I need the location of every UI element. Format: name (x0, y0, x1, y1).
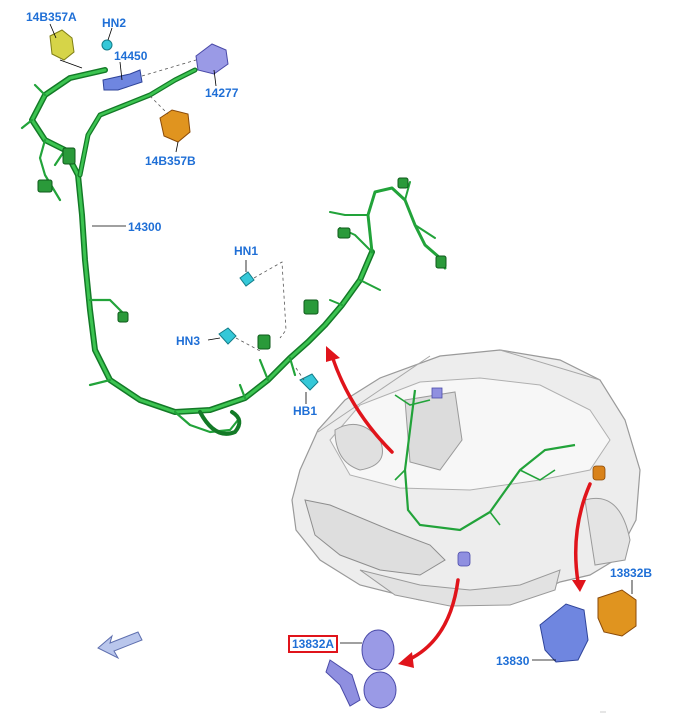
harness-connector (117, 311, 129, 323)
harness-connector (337, 227, 351, 239)
part-13832A-shape (325, 629, 397, 709)
harness-left-breakouts (20, 83, 297, 434)
leader-14277 (213, 69, 217, 87)
callout-arrow-horn-a (406, 578, 460, 662)
label-13830: 13830 (496, 654, 530, 668)
harness-bottom-loop (198, 410, 242, 436)
dashed-HB1 (295, 367, 305, 381)
callout-arrowheads (326, 346, 586, 668)
parts (49, 29, 637, 709)
front-direction-arrow-icon (97, 631, 143, 660)
label-14450: 14450 (114, 49, 148, 63)
car-harness-branch (394, 394, 556, 526)
part-13830-shape (539, 603, 589, 663)
harness-connector (435, 255, 447, 269)
leader-lines (49, 23, 633, 661)
vehicle-front-view (291, 349, 641, 607)
car-lower-bumper (359, 569, 561, 607)
car-wheel-arch (584, 498, 631, 566)
car-hood-line (317, 349, 601, 433)
label-14B357A: 14B357A (26, 10, 77, 24)
label-HN1: HN1 (234, 244, 259, 258)
car-bracket-part (431, 387, 443, 399)
label-13832B: 13832B (610, 566, 653, 580)
leader-HN3 (207, 337, 221, 341)
part-14450-shape (102, 69, 143, 91)
horn-a-upper (361, 629, 395, 671)
harness-connector (62, 147, 76, 165)
callout-arrow-horn-b (573, 482, 592, 584)
direction-arrow-shape (97, 631, 143, 660)
label-14277: 14277 (205, 86, 239, 100)
dashed-HN3 (235, 337, 263, 353)
horn-a-lower (363, 671, 397, 709)
dashed-HN1 (253, 261, 287, 339)
callout-arrows (330, 354, 592, 662)
part-13832B-shape (597, 589, 637, 637)
part-14B357B-shape (159, 109, 191, 143)
label-13832A: 13832A (288, 635, 339, 653)
harness-connector (257, 334, 271, 350)
dashed-14B357B (149, 95, 169, 115)
label-HB1: HB1 (293, 404, 318, 418)
part-14277-shape (195, 43, 229, 75)
car-grille (304, 499, 446, 576)
leader-14450 (119, 61, 123, 81)
harness-connector (37, 179, 53, 193)
label-14B357B: 14B357B (145, 154, 196, 168)
arrowhead-harness (326, 346, 340, 362)
leader-14B357A (49, 23, 83, 69)
label-HN2: HN2 (102, 16, 127, 30)
car-horn-b-part (592, 465, 606, 481)
harness-right-subbranches (329, 181, 436, 306)
engine-wiring-harness-14300 (20, 67, 447, 436)
harness-connector (397, 177, 409, 189)
leader-HN2 (107, 27, 113, 41)
harness-main-trunk-highlight (30, 68, 374, 414)
harness-connector (303, 299, 319, 315)
part-HB1-shape (299, 373, 319, 391)
car-engine-block (404, 391, 463, 471)
leader-14B357B (175, 141, 179, 153)
part-HN1-shape (239, 271, 255, 287)
car-strut-tower (334, 423, 383, 471)
car-horn-a-part (457, 551, 471, 567)
label-HN3: HN3 (176, 334, 201, 348)
callout-arrow-harness (330, 354, 394, 454)
label-14300: 14300 (128, 220, 162, 234)
harness-upper-branch-highlight (78, 68, 197, 177)
horn-a-bracket (325, 659, 361, 707)
car-hood-opening (329, 377, 611, 491)
part-HN2-shape (101, 39, 113, 51)
part-HN3-shape (218, 327, 237, 345)
part-14B357A-shape (49, 29, 75, 61)
car-harness (403, 389, 576, 532)
arrowhead-horn-b (572, 580, 586, 592)
dashed-reference-lines (141, 59, 305, 381)
arrowhead-horn-a (398, 652, 414, 668)
harness-right-branch (366, 186, 447, 270)
